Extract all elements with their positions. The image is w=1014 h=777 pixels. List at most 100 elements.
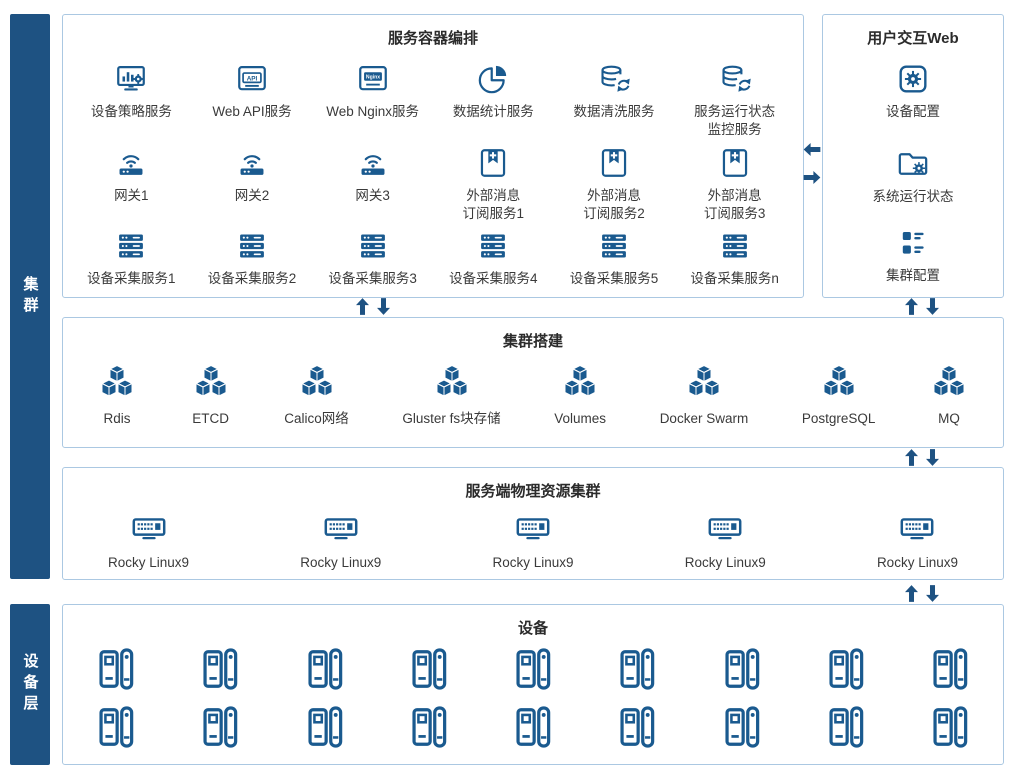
data-cleaning-service: 数据清洗服务 <box>554 62 675 139</box>
gateway-3: 网关3 <box>312 146 433 223</box>
cluster-sidebar-label: 集群 <box>10 14 50 579</box>
cubes-icon <box>191 363 231 403</box>
device-collect-service-3: 设备采集服务3 <box>312 229 433 288</box>
device-policy-service: 设备策略服务 <box>71 62 192 139</box>
orchestration-row-2: 网关1 网关2 网关3 外部消息订阅服务1 外部消息订阅服务2 外部消息订阅服务… <box>63 146 803 223</box>
bookmark-plus-icon <box>718 146 752 180</box>
node-label: Rocky Linux9 <box>108 555 190 570</box>
up-arrow-icon <box>905 298 918 315</box>
build-item-label: PostgreSQL <box>801 411 876 426</box>
server-stack-icon <box>597 229 631 263</box>
service-label: Web Nginx服务 <box>326 104 420 119</box>
device-collect-service-n: 设备采集服务n <box>674 229 795 288</box>
service-label: 设备采集服务3 <box>328 270 417 286</box>
web-item-label: 系统运行状态 <box>872 188 954 204</box>
service-label: 设备采集服务4 <box>449 270 538 286</box>
down-arrow-icon <box>926 449 939 466</box>
system-status-item: 系统运行状态 <box>873 147 954 206</box>
rocky-linux-node-1: Rocky Linux9 <box>108 509 189 572</box>
web-build-connector <box>905 298 939 315</box>
device-icon <box>406 646 452 692</box>
rdis-item: Rdis <box>97 363 137 428</box>
server-stack-icon <box>356 229 390 263</box>
server-stack-icon <box>718 229 752 263</box>
devices-title: 设备 <box>517 620 548 637</box>
web-nginx-service: Web Nginx服务 <box>312 62 433 139</box>
external-subscribe-service-3: 外部消息订阅服务3 <box>674 146 795 223</box>
device-config-item: 设备配置 <box>886 62 940 121</box>
up-arrow-icon <box>905 449 918 466</box>
right-arrow-icon <box>803 171 821 184</box>
down-arrow-icon <box>377 298 390 315</box>
gateway-2: 网关2 <box>192 146 313 223</box>
server-hardware-icon <box>130 509 168 547</box>
device-icon <box>614 704 660 750</box>
physical-panel-title: 服务端物理资源集群 <box>465 483 601 500</box>
cubes-icon <box>97 363 137 403</box>
device-icon <box>614 646 660 692</box>
physical-devices-connector <box>905 585 939 602</box>
mq-item: MQ <box>929 363 969 428</box>
server-hardware-icon <box>898 509 936 547</box>
external-subscribe-service-1: 外部消息订阅服务1 <box>433 146 554 223</box>
build-item-label: MQ <box>938 411 960 426</box>
build-item-label: Docker Swarm <box>659 411 749 426</box>
cluster-build-title: 集群搭建 <box>502 333 563 350</box>
up-arrow-icon <box>356 298 369 315</box>
device-collect-service-2: 设备采集服务2 <box>192 229 313 288</box>
rocky-linux-node-4: Rocky Linux9 <box>685 509 766 572</box>
gluster-fs-item: Gluster fs块存储 <box>402 363 501 428</box>
node-label: Rocky Linux9 <box>876 555 958 570</box>
device-layer-sidebar-label: 设备层 <box>10 604 50 765</box>
build-item-label: Gluster fs块存储 <box>402 411 501 426</box>
calico-network-item: Calico网络 <box>284 363 349 428</box>
service-label: 设备采集服务2 <box>207 270 297 286</box>
build-item-label: Calico网络 <box>284 411 349 426</box>
cubes-icon <box>560 363 600 403</box>
service-label: 数据清洗服务 <box>573 104 655 119</box>
service-label: 数据统计服务 <box>452 104 534 119</box>
gear-square-icon <box>896 62 930 96</box>
left-arrow-icon <box>803 143 821 156</box>
service-label: 外部消息订阅服务3 <box>703 187 766 221</box>
gateway-icon <box>356 146 390 180</box>
up-arrow-icon <box>905 585 918 602</box>
down-arrow-icon <box>926 585 939 602</box>
device-icon <box>927 646 973 692</box>
bookmark-plus-icon <box>476 146 510 180</box>
etcd-item: ETCD <box>191 363 231 428</box>
device-icon <box>510 646 556 692</box>
orchestration-row-3: 设备采集服务1 设备采集服务2 设备采集服务3 设备采集服务4 设备采集服务5 … <box>63 229 803 288</box>
device-icon <box>927 704 973 750</box>
service-label: 设备采集服务1 <box>87 270 176 286</box>
build-item-label: Rdis <box>103 411 131 426</box>
device-icon <box>93 704 139 750</box>
service-label: Web API服务 <box>212 104 292 119</box>
database-sync-icon <box>597 62 631 96</box>
web-item-label: 设备配置 <box>886 104 940 119</box>
server-hardware-icon <box>706 509 744 547</box>
build-item-label: Volumes <box>554 411 607 426</box>
device-row-1 <box>63 646 1003 692</box>
data-statistics-service: 数据统计服务 <box>433 62 554 139</box>
service-label: 网关1 <box>114 187 149 203</box>
pie-chart-icon <box>476 62 510 96</box>
orchestration-build-connector <box>356 298 390 315</box>
device-collect-service-1: 设备采集服务1 <box>71 229 192 288</box>
build-physical-connector <box>905 449 939 466</box>
device-row-2 <box>63 704 1003 750</box>
service-label: 外部消息订阅服务1 <box>462 187 525 221</box>
device-icon <box>406 704 452 750</box>
service-status-monitor-service: 服务运行状态监控服务 <box>674 62 795 139</box>
cubes-icon <box>684 363 724 403</box>
service-label: 网关3 <box>355 187 390 203</box>
rocky-linux-node-2: Rocky Linux9 <box>300 509 381 572</box>
user-web-panel: 用户交互Web 设备配置 系统运行状态 集群配置 <box>822 14 1004 298</box>
cubes-icon <box>819 363 859 403</box>
device-icon <box>302 646 348 692</box>
service-label: 设备策略服务 <box>90 104 172 119</box>
api-icon <box>235 62 269 96</box>
physical-resources-panel: 服务端物理资源集群 Rocky Linux9 Rocky Linux9 Rock… <box>62 467 1004 580</box>
rocky-linux-node-3: Rocky Linux9 <box>492 509 574 572</box>
web-item-label: 集群配置 <box>886 267 940 283</box>
